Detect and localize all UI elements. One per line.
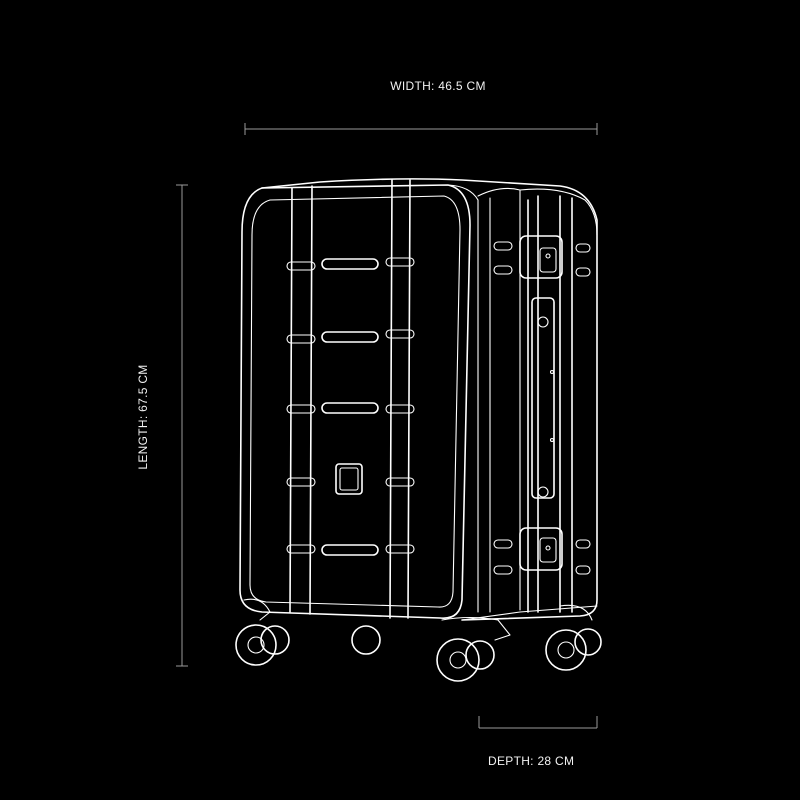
strap-right xyxy=(389,179,411,619)
upper-latch xyxy=(493,235,591,279)
length-dimension-line xyxy=(176,184,188,667)
shell-ribs xyxy=(321,258,379,556)
width-dimension-line xyxy=(244,123,598,135)
wheel-rear-left xyxy=(351,625,381,655)
depth-label: DEPTH: 28 CM xyxy=(488,754,575,768)
suitcase-shell xyxy=(239,178,598,621)
id-tag-plate xyxy=(335,463,363,495)
side-handle xyxy=(531,297,555,499)
wheel-rear-right xyxy=(545,604,602,671)
wheel-front-left xyxy=(235,598,290,666)
depth-dimension-line xyxy=(478,716,598,729)
width-label: WIDTH: 46.5 CM xyxy=(390,79,486,93)
lower-latch xyxy=(493,527,591,575)
strap-left xyxy=(289,185,313,615)
wheel-front-right xyxy=(436,616,511,682)
strap-clips xyxy=(286,257,415,554)
